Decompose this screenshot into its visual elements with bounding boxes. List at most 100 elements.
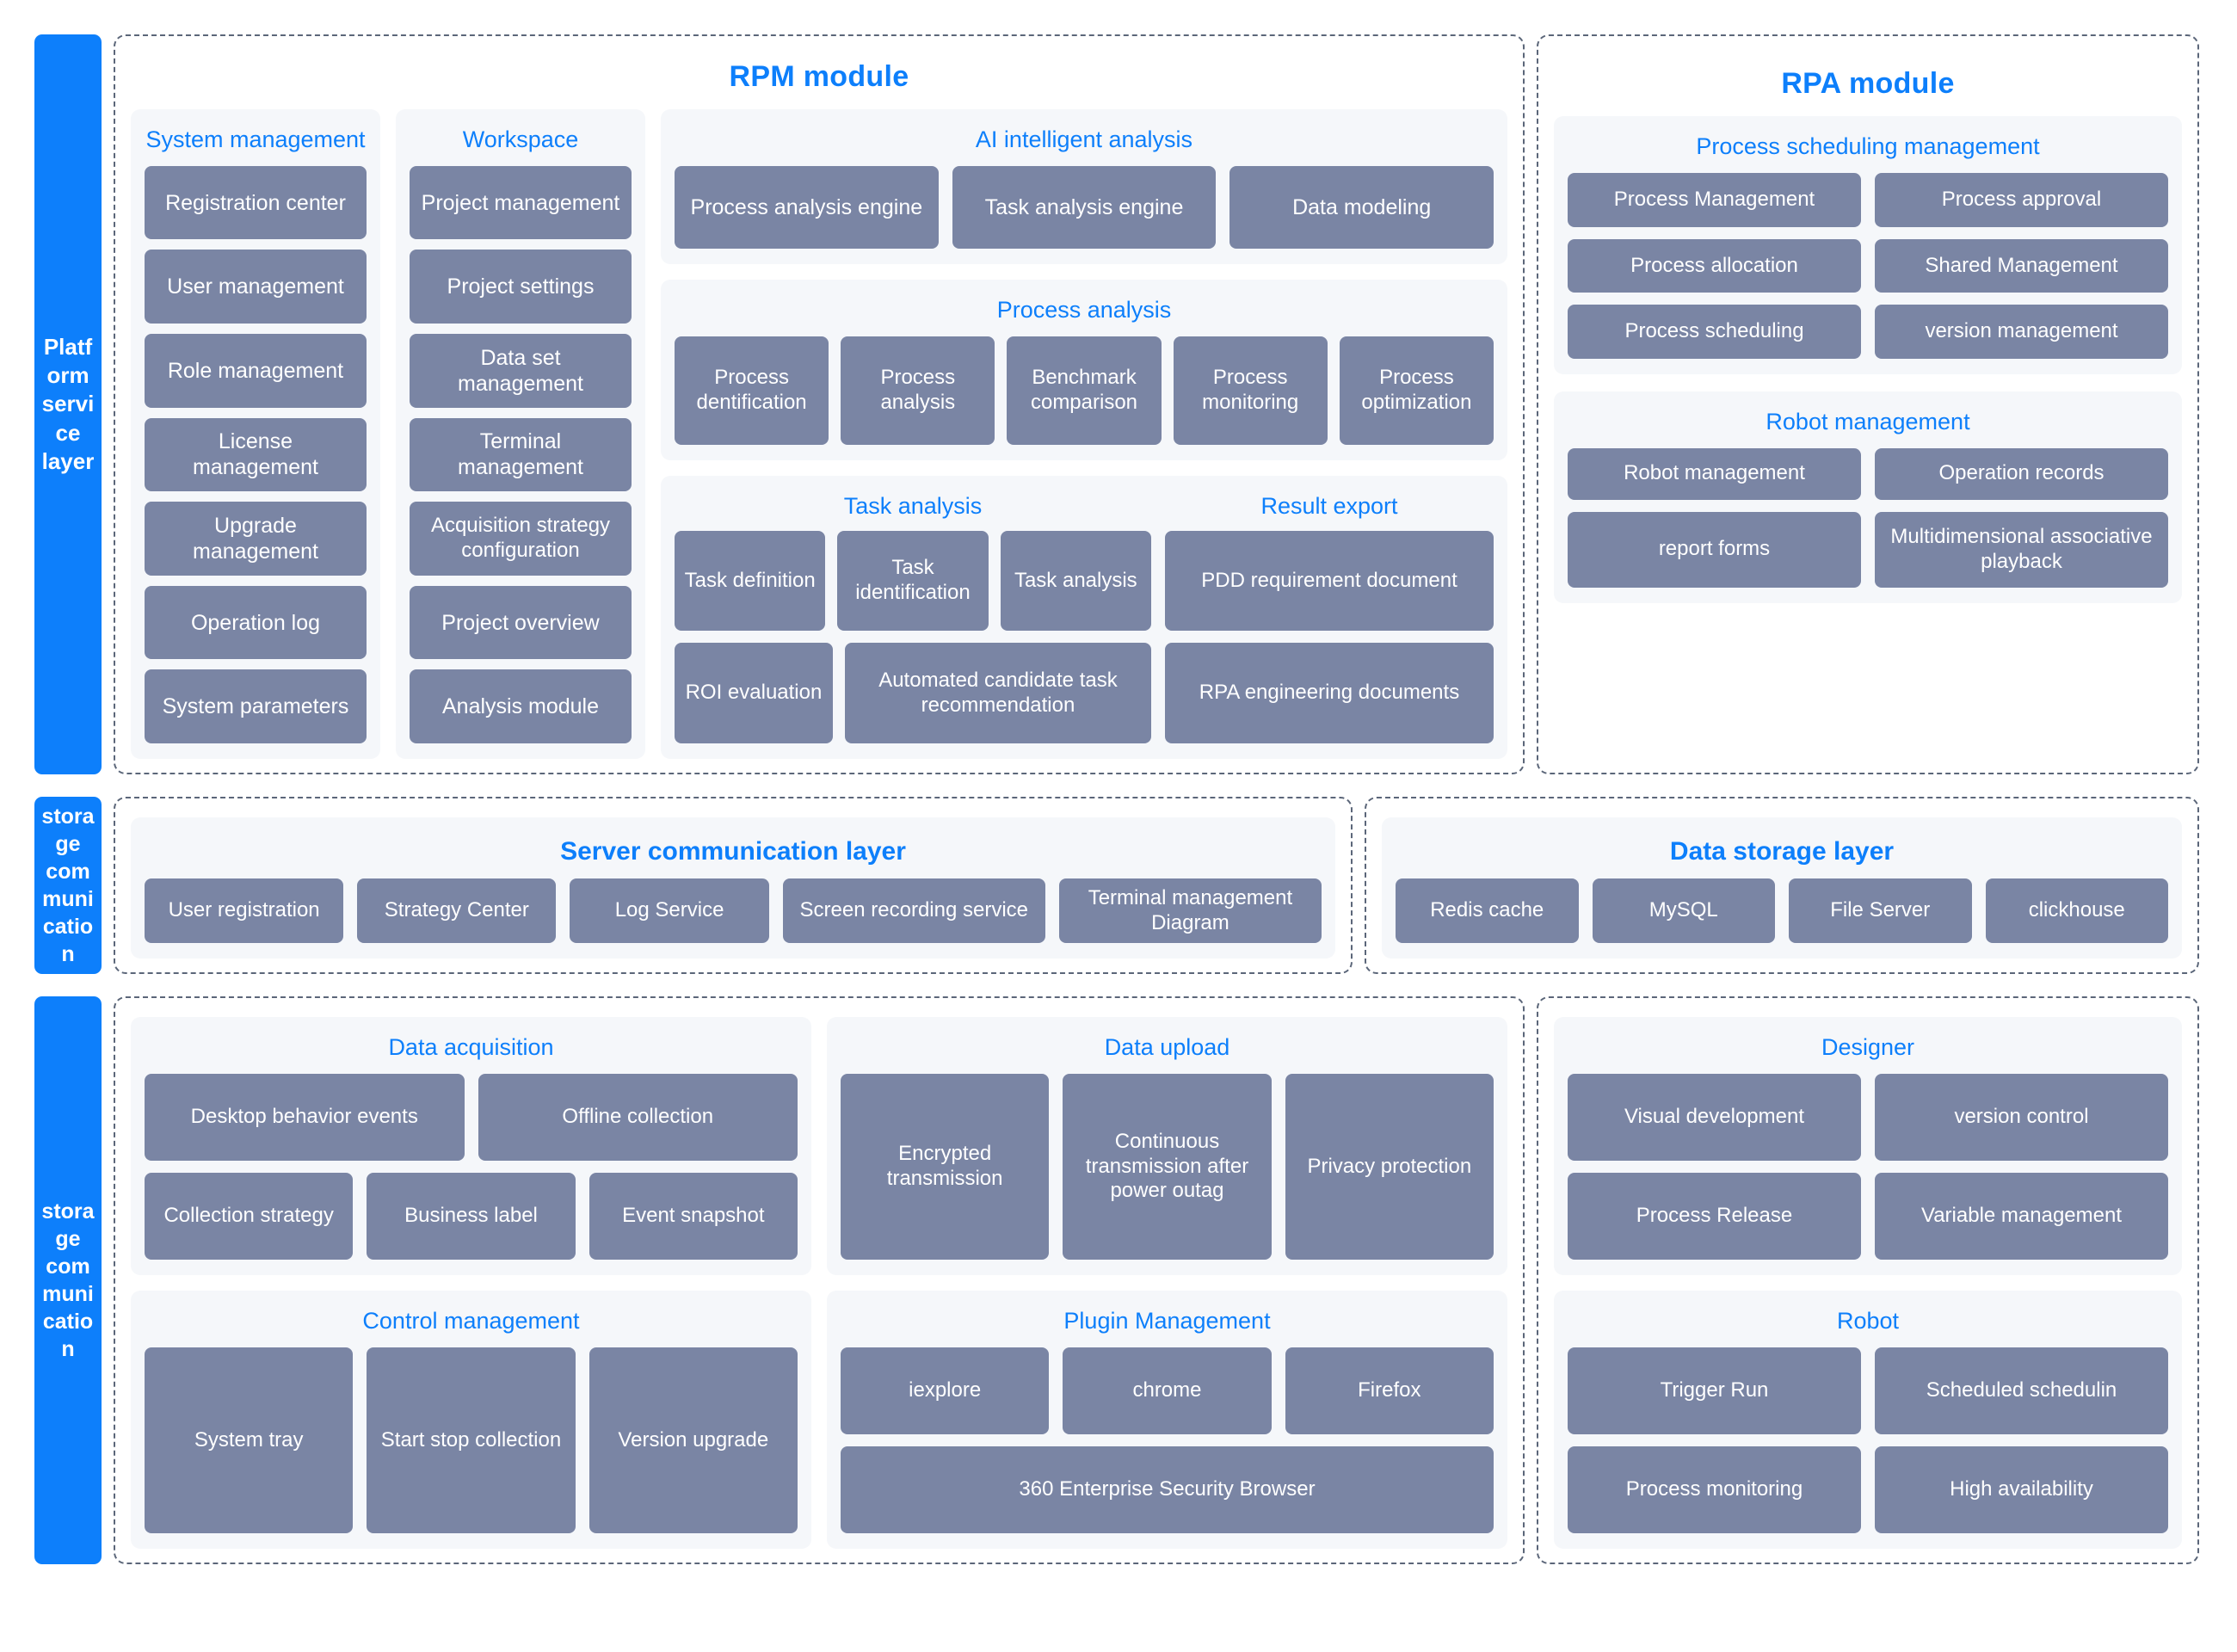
card-terminal-management-diagram[interactable]: Terminal management Diagram [1058,878,1322,943]
card-task-identification[interactable]: Task identification [837,530,989,632]
card-offline-collection[interactable]: Offline collection [478,1073,798,1161]
card-project-overview[interactable]: Project overview [410,585,632,660]
platform-service-band: Platform service layer RPM module System… [34,34,2199,774]
plugin-management-panel: Plugin Management iexplore chrome Firefo… [827,1291,1507,1549]
card-process-optimization[interactable]: Process optimization [1339,336,1494,445]
card-process-monitoring[interactable]: Process monitoring [1173,336,1328,445]
robot-management-panel: Robot management Robot management Operat… [1554,391,2182,603]
card-iexplore[interactable]: iexplore [841,1347,1050,1434]
card-role-management[interactable]: Role management [145,334,367,408]
card-project-settings[interactable]: Project settings [410,250,632,324]
card-chrome[interactable]: chrome [1063,1347,1272,1434]
card-start-stop-collection[interactable]: Start stop collection [367,1347,576,1533]
card-benchmark-comparison[interactable]: Benchmark comparison [1007,336,1162,445]
card-variable-management[interactable]: Variable management [1875,1172,2168,1260]
designer-robot-group: Designer Visual development version cont… [1537,996,2199,1564]
card-version-upgrade[interactable]: Version upgrade [589,1347,798,1533]
workspace-column: Workspace Project management Project set… [396,109,645,759]
card-process-approval[interactable]: Process approval [1875,172,2168,227]
task-analysis-title: Task analysis [843,493,983,519]
server-communication-group: Server communication layer User registra… [114,797,1353,974]
card-process-allocation[interactable]: Process allocation [1568,238,1861,293]
card-task-analysis[interactable]: Task analysis [1000,530,1151,632]
card-desktop-behavior-events[interactable]: Desktop behavior events [145,1073,465,1161]
card-rpa-engineering-documents[interactable]: RPA engineering documents [1165,643,1494,744]
card-firefox[interactable]: Firefox [1285,1347,1494,1434]
rpa-module-title: RPA module [1781,67,1955,100]
control-management-title: Control management [362,1308,580,1334]
card-user-registration[interactable]: User registration [145,878,344,943]
card-log-service[interactable]: Log Service [570,878,769,943]
acquisition-column: Data acquisition Desktop behavior events… [131,1017,811,1549]
client-collection-group: Data acquisition Desktop behavior events… [114,996,1525,1564]
card-strategy-center[interactable]: Strategy Center [357,878,557,943]
card-operation-records[interactable]: Operation records [1875,447,2168,500]
card-acquisition-strategy-configuration[interactable]: Acquisition strategy configuration [410,502,632,576]
card-data-modeling[interactable]: Data modeling [1229,165,1494,249]
ai-intelligent-analysis-title: AI intelligent analysis [975,126,1193,152]
card-license-management[interactable]: License management [145,417,367,492]
process-analysis-title: Process analysis [996,297,1172,323]
workspace-title: Workspace [462,126,579,152]
card-process-release[interactable]: Process Release [1568,1172,1861,1260]
system-management-column: System management Registration center Us… [131,109,380,759]
card-process-management[interactable]: Process Management [1568,172,1861,227]
data-storage-group: Data storage layer Redis cache MySQL Fil… [1365,797,2199,974]
card-roi-evaluation[interactable]: ROI evaluation [675,643,833,744]
card-user-management[interactable]: User management [145,250,367,324]
card-high-availability[interactable]: High availability [1875,1446,2168,1533]
card-scheduled-scheduling[interactable]: Scheduled schedulin [1875,1347,2168,1434]
card-pdd-requirement-document[interactable]: PDD requirement document [1165,530,1494,632]
data-storage-layer-title: Data storage layer [1669,837,1895,866]
card-analysis-module[interactable]: Analysis module [410,669,632,744]
designer-title: Designer [1821,1034,1915,1060]
card-encrypted-transmission[interactable]: Encrypted transmission [841,1073,1050,1260]
card-process-analysis-engine[interactable]: Process analysis engine [675,165,939,249]
card-robot-management[interactable]: Robot management [1568,447,1861,500]
card-visual-development[interactable]: Visual development [1568,1073,1861,1161]
card-process-dentification[interactable]: Process dentification [675,336,829,445]
card-task-analysis-engine[interactable]: Task analysis engine [952,165,1217,249]
card-upgrade-management[interactable]: Upgrade management [145,502,367,576]
card-process-scheduling[interactable]: Process scheduling [1568,305,1861,359]
card-business-label[interactable]: Business label [367,1172,576,1261]
card-project-management[interactable]: Project management [410,165,632,240]
card-automated-candidate-task-recommendation[interactable]: Automated candidate task recommendation [844,643,1151,744]
robot-title: Robot [1836,1308,1900,1334]
system-management-panel: System management Registration center Us… [131,109,380,759]
card-operation-log[interactable]: Operation log [145,585,367,660]
designer-panel: Designer Visual development version cont… [1554,1017,2182,1275]
card-360-enterprise-security-browser[interactable]: 360 Enterprise Security Browser [841,1446,1494,1534]
workspace-panel: Workspace Project management Project set… [396,109,645,759]
card-task-definition[interactable]: Task definition [675,530,826,632]
card-mysql[interactable]: MySQL [1592,878,1775,943]
card-version-management[interactable]: version management [1875,305,2168,359]
card-multidimensional-associative-playback[interactable]: Multidimensional associative playback [1875,511,2168,588]
upload-column: Data upload Encrypted transmission Conti… [827,1017,1507,1549]
card-collection-strategy[interactable]: Collection strategy [145,1172,354,1261]
card-trigger-run[interactable]: Trigger Run [1568,1347,1861,1434]
card-system-tray[interactable]: System tray [145,1347,354,1533]
card-continuous-transmission-after-power-outage[interactable]: Continuous transmission after power outa… [1063,1073,1272,1260]
data-acquisition-title: Data acquisition [388,1034,554,1060]
card-process-analysis[interactable]: Process analysis [841,336,995,445]
card-redis-cache[interactable]: Redis cache [1396,878,1579,943]
server-communication-layer-title: Server communication layer [560,837,906,866]
card-terminal-management[interactable]: Terminal management [410,417,632,492]
card-file-server[interactable]: File Server [1789,878,1972,943]
robot-management-title: Robot management [1766,409,1970,435]
card-report-forms[interactable]: report forms [1568,511,1861,588]
server-communication-layer-panel: Server communication layer User registra… [131,817,1335,959]
card-clickhouse[interactable]: clickhouse [1985,878,2168,943]
card-screen-recording-service[interactable]: Screen recording service [782,878,1045,943]
card-version-control[interactable]: version control [1875,1073,2168,1161]
card-privacy-protection[interactable]: Privacy protection [1285,1073,1494,1260]
card-registration-center[interactable]: Registration center [145,165,367,240]
card-data-set-management[interactable]: Data set management [410,334,632,408]
card-event-snapshot[interactable]: Event snapshot [589,1172,798,1261]
data-acquisition-panel: Data acquisition Desktop behavior events… [131,1017,811,1275]
card-shared-management[interactable]: Shared Management [1875,238,2168,293]
card-system-parameters[interactable]: System parameters [145,669,367,744]
plugin-management-title: Plugin Management [1063,1308,1271,1334]
card-process-monitoring-robot[interactable]: Process monitoring [1568,1446,1861,1533]
